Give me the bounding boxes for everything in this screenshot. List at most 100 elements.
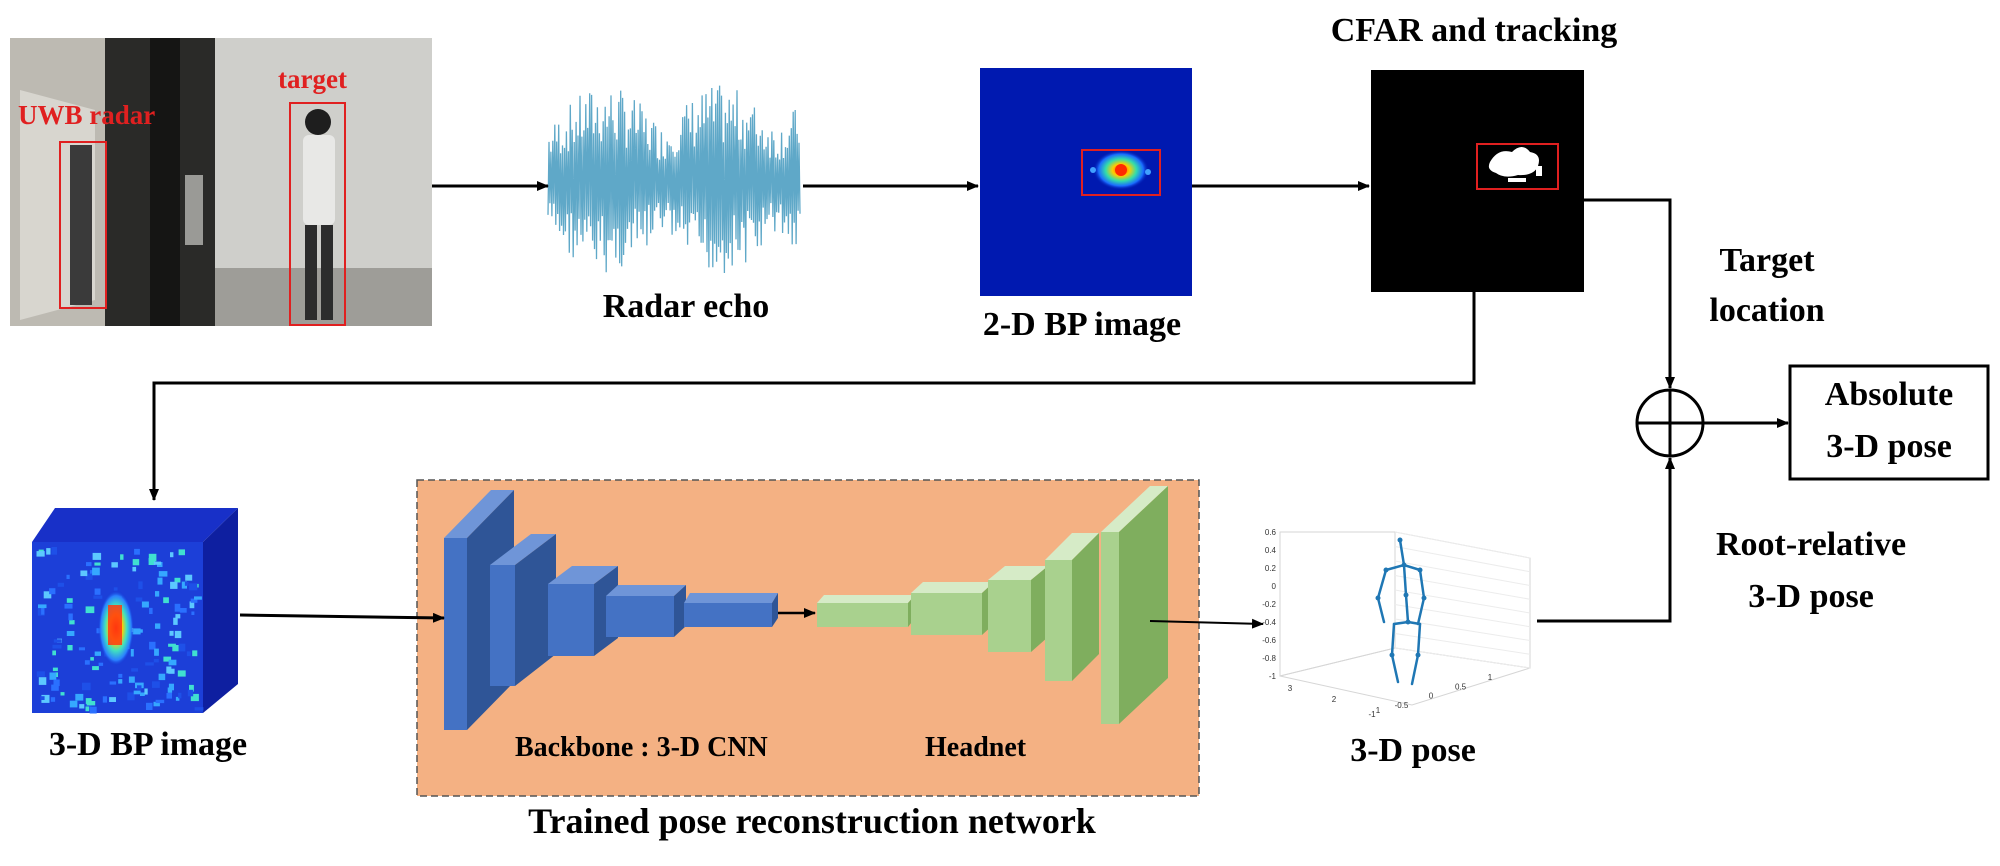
speckle-dot <box>179 608 187 613</box>
speckle-dot <box>153 561 161 565</box>
speckle-dot <box>155 699 165 704</box>
speckle-dot <box>40 696 45 700</box>
speckle-dot <box>85 706 90 712</box>
bp2d-target-box <box>1081 149 1161 196</box>
speckle-dot <box>53 679 60 687</box>
speckle-dot <box>98 662 104 666</box>
grid-line <box>1394 575 1531 600</box>
speckle-dot <box>127 692 135 701</box>
grid-line <box>1394 589 1531 614</box>
speckle-dot <box>90 657 94 661</box>
speckle-dot <box>133 690 141 695</box>
speckle-dot <box>178 643 186 652</box>
speckle-dot <box>155 591 160 597</box>
speckle-dot <box>38 677 47 685</box>
speckle-dot <box>84 660 90 665</box>
z-tick-label: 0.4 <box>1265 546 1277 555</box>
speckle-dot <box>194 707 204 711</box>
speckle-dot <box>52 667 58 672</box>
speckle-dot <box>85 606 95 614</box>
speckle-dot <box>181 581 187 589</box>
bp2d-image <box>980 68 1192 296</box>
speckle-dot <box>175 696 180 701</box>
speckle-dot <box>140 692 145 696</box>
speckle-dot <box>192 650 198 657</box>
speckle-dot <box>132 566 137 572</box>
speckle-dot <box>178 692 182 699</box>
y-tick-label: 1 <box>1376 706 1381 715</box>
speckle-dot <box>132 628 141 635</box>
z-tick-label: -0.4 <box>1262 618 1276 627</box>
speckle-dot <box>66 574 70 579</box>
pose3d-label: 3-D pose <box>1350 732 1476 769</box>
speckle-dot <box>190 598 198 603</box>
speckle-dot <box>163 597 169 604</box>
pose-tick-labels: 0.60.40.20-0.2-0.4-0.6-0.8-1-1-0.500.513… <box>1262 528 1493 719</box>
speckle-dot <box>109 697 116 702</box>
speckle-dot <box>52 644 62 649</box>
flow-arrows <box>149 181 1789 629</box>
x-tick-label: -0.5 <box>1395 701 1409 710</box>
speckle-dot <box>144 688 148 695</box>
radar-echo-waveform <box>547 85 801 274</box>
speckle-dot <box>118 679 123 684</box>
speckle-dot <box>102 696 107 703</box>
speckle-dot <box>141 601 149 608</box>
speckle-dot <box>189 684 194 692</box>
grid-line <box>1394 604 1531 628</box>
root-relative-line2: 3-D pose <box>1748 578 1874 615</box>
speckle-dot <box>53 639 62 643</box>
grid-line <box>1394 531 1531 559</box>
speckle-dot <box>132 559 140 566</box>
speckle-dot <box>155 623 161 629</box>
speckle-dot <box>163 656 172 662</box>
speckle-dot <box>109 681 117 685</box>
speckle-dot <box>86 701 96 706</box>
speckle-dot <box>138 581 143 590</box>
scene-photo <box>10 38 432 326</box>
speckle-dot <box>168 683 174 691</box>
speckle-dot <box>174 630 182 639</box>
speckle-dot <box>41 694 50 703</box>
speckle-dot <box>54 672 58 677</box>
z-tick-label: -0.8 <box>1262 654 1276 663</box>
grid-line <box>1394 546 1531 573</box>
speckle-dot <box>69 700 78 708</box>
speckle-dot <box>187 689 194 697</box>
speckle-dot <box>51 547 57 555</box>
speckle-dot <box>189 601 195 609</box>
speckle-dot <box>111 562 118 568</box>
z-tick-label: -0.6 <box>1262 636 1276 645</box>
speckle-dot <box>49 672 57 680</box>
speckle-dot <box>75 693 84 701</box>
bp3d-speckle <box>36 547 204 714</box>
speckle-dot <box>78 647 85 651</box>
speckle-dot <box>64 603 73 609</box>
speckle-dot <box>134 548 140 555</box>
speckle-dot <box>168 668 175 674</box>
speckle-dot <box>92 666 99 671</box>
speckle-dot <box>92 552 102 560</box>
speckle-dot <box>153 701 160 707</box>
speckle-dot <box>175 614 181 619</box>
speckle-dot <box>191 611 195 615</box>
encoder-layers <box>444 490 778 730</box>
uwb-radar-label: UWB radar <box>18 100 156 130</box>
speckle-dot <box>50 697 56 702</box>
speckle-dot <box>186 651 191 657</box>
speckle-dot <box>80 570 88 577</box>
z-tick-label: 0.6 <box>1265 528 1277 537</box>
x-tick-label: 0.5 <box>1455 682 1467 691</box>
target-bbox <box>289 102 346 326</box>
speckle-dot <box>173 617 178 625</box>
grid-line <box>1394 560 1531 586</box>
speckle-dot <box>94 651 101 656</box>
pose-grid <box>1394 531 1531 669</box>
absolute-pose-line2: 3-D pose <box>1826 428 1952 465</box>
pose-plot: 0.60.40.20-0.2-0.4-0.6-0.8-1-1-0.500.513… <box>1262 528 1531 719</box>
speckle-dot <box>189 583 198 591</box>
speckle-dot <box>172 645 179 652</box>
speckle-dot <box>128 676 135 683</box>
x-tick-label: 0 <box>1429 692 1434 701</box>
speckle-dot <box>146 702 153 710</box>
